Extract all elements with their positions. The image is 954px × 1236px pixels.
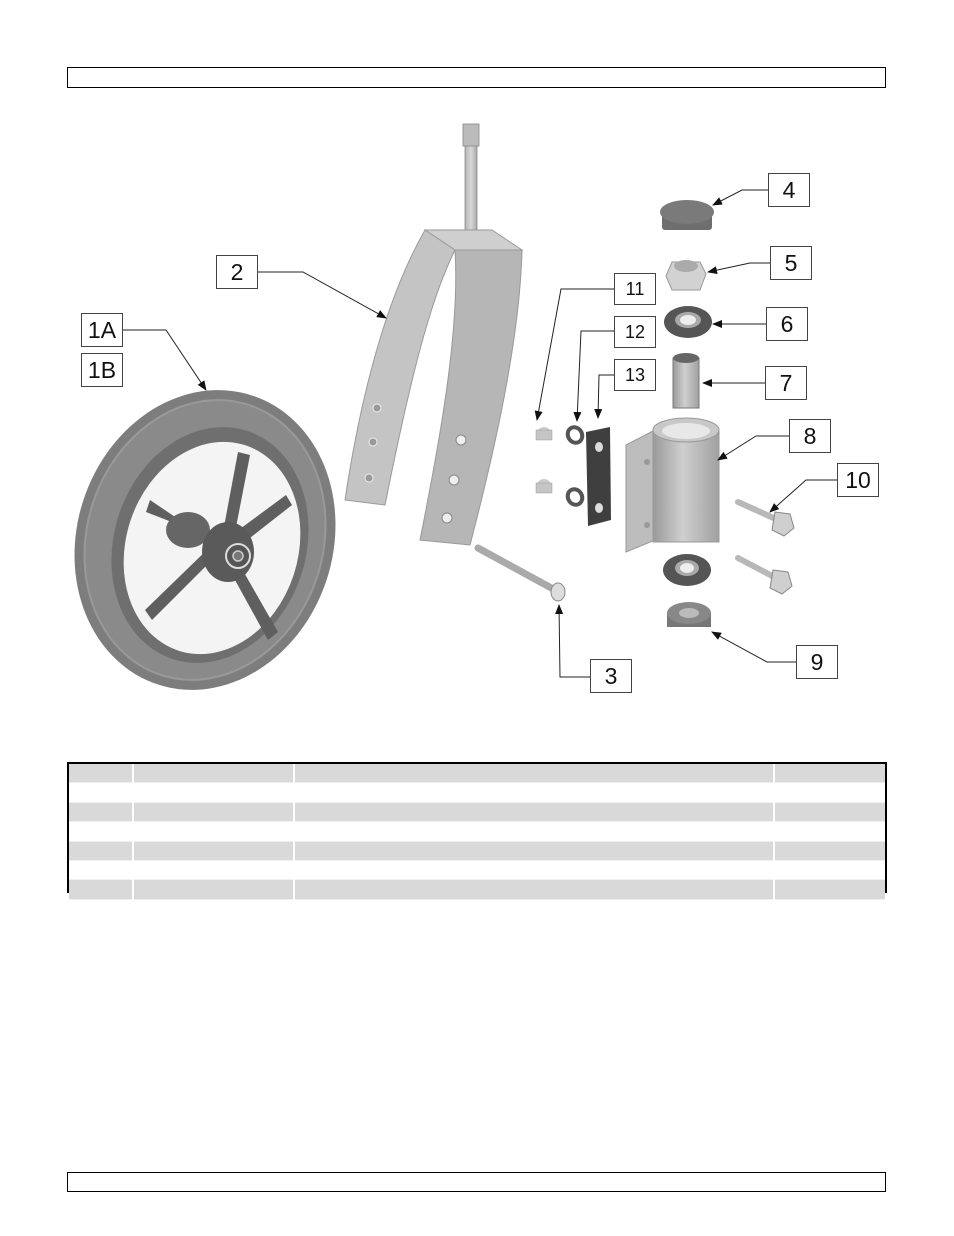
stem-housing-part (625, 417, 720, 553)
cell (294, 841, 775, 861)
cell (133, 782, 295, 803)
cell (294, 802, 775, 822)
callout-1b: 1B (81, 353, 123, 387)
table-row (69, 879, 885, 900)
cell (294, 764, 775, 783)
cell (133, 764, 295, 783)
leader-lines (123, 189, 837, 678)
table-row (69, 821, 885, 842)
upper-bearing-part (664, 306, 712, 338)
mounting-bolts-part (735, 499, 795, 595)
cell (133, 821, 295, 842)
callout-4: 4 (768, 173, 810, 207)
cell (774, 879, 885, 900)
cell (69, 879, 134, 900)
cell (774, 764, 885, 783)
callout-7: 7 (765, 366, 807, 400)
fork-part (344, 123, 524, 546)
cell (133, 841, 295, 861)
cell (774, 841, 885, 861)
cell (69, 802, 134, 822)
cell (69, 860, 134, 880)
cell (69, 764, 134, 783)
acorn-nuts-part (535, 427, 553, 494)
cell (69, 821, 134, 842)
cell (774, 821, 885, 842)
callout-5: 5 (770, 246, 812, 280)
cell (294, 860, 775, 880)
table-row (69, 764, 885, 783)
callout-11: 11 (614, 273, 656, 305)
cell (133, 879, 295, 900)
cap-part (660, 200, 714, 230)
cell (774, 782, 885, 803)
header-box (67, 67, 886, 88)
callout-1a: 1A (81, 313, 123, 347)
cell (133, 860, 295, 880)
lower-bearing-part (663, 554, 711, 627)
backing-plate-part (586, 427, 611, 526)
cell (69, 782, 134, 803)
callout-3: 3 (590, 659, 632, 693)
exploded-diagram: 1A 1B 2 3 4 5 6 7 8 9 10 11 12 13 (74, 123, 879, 693)
washers-part (565, 425, 585, 507)
callout-12: 12 (614, 316, 656, 348)
callout-10: 10 (837, 463, 879, 497)
lock-nut-part (665, 260, 707, 291)
footer-box (67, 1172, 886, 1192)
cell (133, 802, 295, 822)
table-row (69, 802, 885, 822)
cell (294, 879, 775, 900)
parts-table (67, 762, 887, 900)
callout-2: 2 (216, 255, 258, 289)
axle-bolt-part (474, 544, 566, 602)
callout-6: 6 (766, 307, 808, 341)
table-row (69, 860, 885, 880)
table-row (69, 841, 885, 861)
cell (294, 821, 775, 842)
callout-8: 8 (789, 419, 831, 453)
cell (774, 802, 885, 822)
callout-13: 13 (614, 359, 656, 391)
diagram-artwork (74, 123, 837, 690)
spacer-tube-part (672, 353, 700, 409)
cell (69, 841, 134, 861)
table-row (69, 782, 885, 803)
callout-9: 9 (796, 645, 838, 679)
cell (294, 782, 775, 803)
wheel-part (74, 390, 336, 690)
cell (774, 860, 885, 880)
